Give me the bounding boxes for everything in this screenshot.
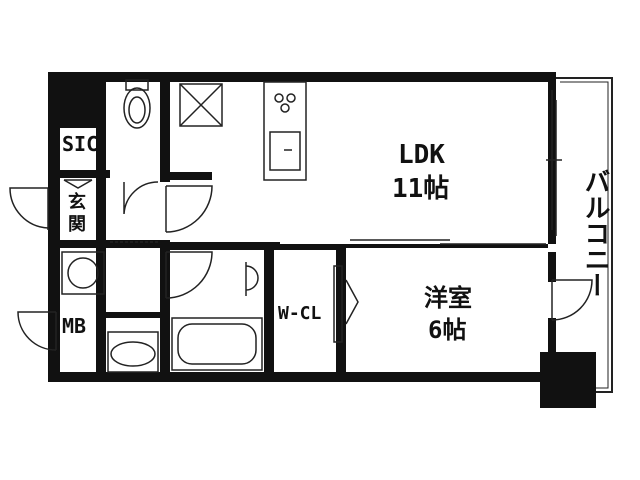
shoe-rack-line (63, 179, 158, 243)
washing-machine-space (61, 251, 105, 295)
balcony-door (551, 279, 593, 321)
room-name-shoe-closet: SIC (62, 132, 99, 156)
balcony-area (556, 77, 613, 393)
bottom-wall (48, 372, 548, 382)
bathtub (171, 317, 263, 371)
corner-pillar (540, 352, 596, 408)
mb-left-block (48, 245, 60, 311)
right-wall-bottom (548, 318, 556, 358)
washroom-door (165, 251, 213, 299)
room-name-ldk: LDK (398, 140, 445, 170)
bath-shower (245, 262, 259, 296)
room-name-meter-box: MB (62, 314, 87, 338)
interior-walls (60, 82, 548, 372)
entry-left-block (48, 82, 96, 128)
entrance-door (9, 187, 49, 230)
hall-door (123, 181, 213, 233)
ldk-window (546, 90, 562, 236)
right-wall-lower (548, 252, 556, 282)
kitchen-counter (263, 81, 307, 181)
washbasin (107, 331, 159, 373)
sliding-door-ldk (350, 239, 546, 245)
room-name-entrance: 玄関 (68, 192, 86, 235)
room-name-balcony: バルコニー (580, 168, 610, 298)
fridge-space (179, 83, 223, 127)
room-size-western: 6帖 (428, 316, 467, 344)
top-wall (48, 72, 556, 82)
mb-door (17, 311, 57, 351)
wcl-door (333, 265, 359, 343)
room-size-ldk: 11帖 (392, 174, 450, 204)
room-name-western: 洋室 (424, 284, 472, 312)
room-name-walk-in-closet: W-CL (278, 303, 322, 324)
toilet (123, 79, 151, 129)
